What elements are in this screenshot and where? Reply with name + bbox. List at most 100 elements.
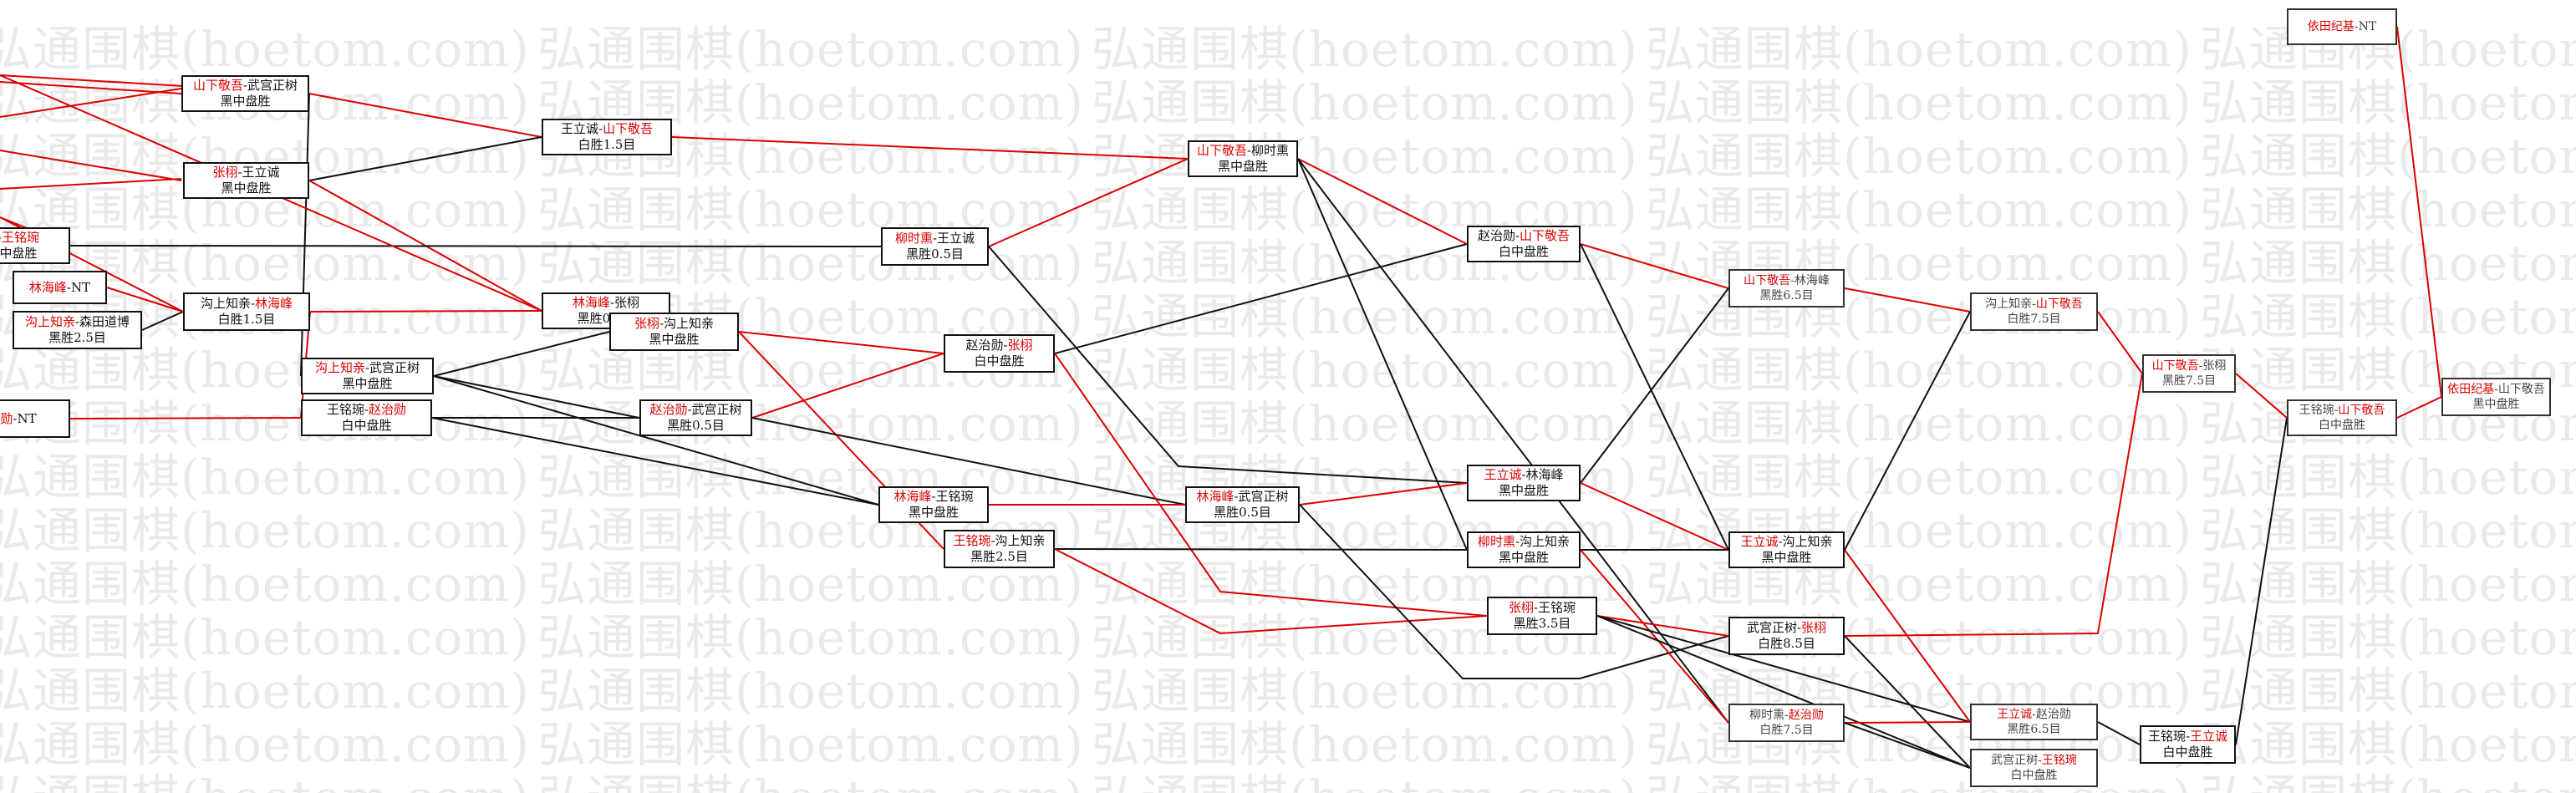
match-box[interactable]: 王立诚-沟上知亲黑中盘胜 xyxy=(1728,531,1845,568)
connector-line xyxy=(1844,721,1971,724)
player-black: 张栩 xyxy=(634,316,659,331)
player-separator: - xyxy=(364,402,369,417)
watermark-text: 弘通围棋(hoetom.com) xyxy=(1646,342,2192,399)
player-separator: - xyxy=(74,314,80,329)
player-black: 林海峰 xyxy=(572,295,610,310)
player-white: 王立诚 xyxy=(937,231,975,246)
watermark-text: 弘通围棋(hoetom.com) xyxy=(2200,128,2576,185)
match-box[interactable]: 王铭琬-沟上知亲黑胜2.5目 xyxy=(944,530,1055,568)
player-black: 赵治勋 xyxy=(965,338,1004,353)
watermark-text: 弘通围棋(hoetom.com) xyxy=(1646,449,2192,506)
match-result: 白胜1.5目 xyxy=(578,137,636,152)
match-box[interactable]: 沟上知亲-山下敬吾白胜7.5目 xyxy=(1970,292,2098,331)
match-box[interactable]: 林海峰-NT xyxy=(13,271,107,304)
match-result: 黑中盘胜 xyxy=(221,180,272,196)
match-result: 黑胜6.5目 xyxy=(2007,723,2061,736)
match-box[interactable]: 山下敬吾-林海峰黑胜6.5目 xyxy=(1728,269,1845,308)
watermark-text: 弘通围棋(hoetom.com) xyxy=(1092,774,1638,793)
watermark-text: 弘通围棋(hoetom.com) xyxy=(2200,502,2576,559)
match-result: 白胜1.5目 xyxy=(217,312,276,327)
match-box[interactable]: 柳时熏-沟上知亲黑中盘胜 xyxy=(1467,531,1581,568)
match-box[interactable]: 勋-NT xyxy=(0,399,70,438)
player-black: 依田纪基 xyxy=(2307,20,2355,33)
player-white: 王铭琬 xyxy=(935,489,974,504)
watermark-text: 弘通围棋(hoetom.com) xyxy=(537,449,1084,506)
watermark-text: 弘通围棋(hoetom.com) xyxy=(1092,663,1638,719)
player-separator: - xyxy=(2032,708,2036,721)
player-white: 沟上知亲 xyxy=(995,533,1046,548)
match-result: 白中盘胜 xyxy=(1498,244,1549,259)
watermark-text: 弘通围棋(hoetom.com) xyxy=(2200,181,2576,238)
player-separator: - xyxy=(1796,620,1802,635)
player-black: 赵治勋 xyxy=(1477,228,1515,243)
match-result: 黑中盘胜 xyxy=(1217,159,1268,174)
match-box[interactable]: 柳时熏-赵治勋白胜7.5目 xyxy=(1728,704,1845,742)
watermark-text: 弘通围棋(hoetom.com) xyxy=(2200,74,2576,131)
match-box[interactable]: 王立诚-赵治勋黑胜6.5目 xyxy=(1970,704,2098,740)
player-white: 张栩 xyxy=(614,295,640,310)
player-black: 王立诚 xyxy=(560,121,598,136)
match-box[interactable]: 山下敬吾-柳时熏黑中盘胜 xyxy=(1188,140,1298,177)
watermark-text: 弘通围棋(hoetom.com) xyxy=(1092,716,1638,773)
match-box[interactable]: 山下敬吾-武宫正树黑中盘胜 xyxy=(181,75,309,112)
player-white: 林海峰 xyxy=(1794,274,1830,287)
match-result: 黑中盘胜 xyxy=(220,94,271,109)
match-result: 黑胜3.5目 xyxy=(1513,616,1571,631)
match-box[interactable]: 依田纪基-NT xyxy=(2287,8,2397,45)
player-black: 王铭琬 xyxy=(2147,729,2186,744)
watermark-text: 弘通围棋(hoetom.com) xyxy=(0,502,530,559)
match-box[interactable]: 沟上知亲-林海峰白胜1.5目 xyxy=(183,292,310,331)
player-separator: - xyxy=(2198,359,2203,373)
match-box[interactable]: 王立诚-山下敬吾白胜1.5目 xyxy=(542,119,672,155)
match-box[interactable]: 张栩-王立诚黑中盘胜 xyxy=(183,162,309,199)
match-box[interactable]: 王铭琬-赵治勋白中盘胜 xyxy=(301,399,432,436)
connector-line xyxy=(433,331,610,377)
player-black: 依田纪基 xyxy=(2447,383,2495,396)
player-white: 柳时熏 xyxy=(1251,143,1290,158)
match-players: 王铭琬-山下敬吾 xyxy=(2299,403,2385,418)
match-box[interactable]: 王铭琬-山下敬吾白中盘胜 xyxy=(2287,399,2397,436)
match-players: 武宫正树-张栩 xyxy=(1747,620,1826,636)
match-box[interactable]: 张栩-王铭琬黑胜3.5目 xyxy=(1487,597,1597,635)
match-box[interactable]: 林海峰-王铭琬黑中盘胜 xyxy=(878,486,989,523)
player-black: 林海峰 xyxy=(893,489,932,504)
player-white: NT xyxy=(2358,20,2377,33)
player-black: 林海峰 xyxy=(28,279,67,295)
match-result: 黑中盘胜 xyxy=(1761,550,1812,565)
match-box[interactable]: 依田纪基-山下敬吾黑中盘胜 xyxy=(2441,378,2551,416)
match-box[interactable]: 赵治勋-武宫正树黑胜0.5目 xyxy=(639,399,752,436)
match-box[interactable]: 王铭琬-王立诚白中盘胜 xyxy=(2140,725,2236,764)
match-box[interactable]: 沟上知亲-武宫正树黑中盘胜 xyxy=(301,358,434,394)
match-result: 黑胜0.5目 xyxy=(906,247,964,262)
match-box[interactable]: 张栩-沟上知亲黑中盘胜 xyxy=(609,313,739,351)
connector-line xyxy=(1054,353,1488,617)
player-white: 王铭琬 xyxy=(2,230,40,245)
connector-line xyxy=(0,88,182,118)
connector-line xyxy=(2235,373,2288,419)
player-black: 王铭琬 xyxy=(953,533,991,548)
match-box[interactable]: 赵治勋-山下敬吾白中盘胜 xyxy=(1467,226,1581,262)
match-box[interactable]: 王立诚-林海峰黑中盘胜 xyxy=(1467,465,1581,501)
connector-line xyxy=(2097,721,2141,745)
match-result: 黑中盘胜 xyxy=(649,332,700,347)
match-box[interactable]: 林海峰-武宫正树黑胜0.5目 xyxy=(1185,486,1300,523)
match-box[interactable]: 武宫正树-张栩白胜8.5目 xyxy=(1728,617,1845,655)
match-box[interactable]: 武宫正树-王铭琬白中盘胜 xyxy=(1970,749,2098,787)
match-players: 林海峰-武宫正树 xyxy=(1196,489,1288,505)
player-black: 武宫正树 xyxy=(1991,754,2039,767)
match-box[interactable]: 沟上知亲-森田道博黑胜2.5目 xyxy=(13,311,142,349)
match-box[interactable]: 赵治勋-张栩白中盘胜 xyxy=(944,334,1055,373)
connector-line xyxy=(1580,243,1729,551)
match-box[interactable]: 柳时熏-王立诚黑胜0.5目 xyxy=(881,227,989,266)
connector-line xyxy=(1299,482,1468,506)
player-separator: - xyxy=(2185,729,2191,744)
match-box[interactable]: 山下敬吾-张栩黑胜7.5目 xyxy=(2142,354,2236,393)
connector-line xyxy=(671,136,1189,160)
player-separator: - xyxy=(1790,274,1795,287)
match-players: 林海峰-NT xyxy=(29,280,90,296)
player-white: NT xyxy=(17,410,37,426)
connector-line xyxy=(433,375,640,419)
player-white: 森田道博 xyxy=(79,314,130,329)
